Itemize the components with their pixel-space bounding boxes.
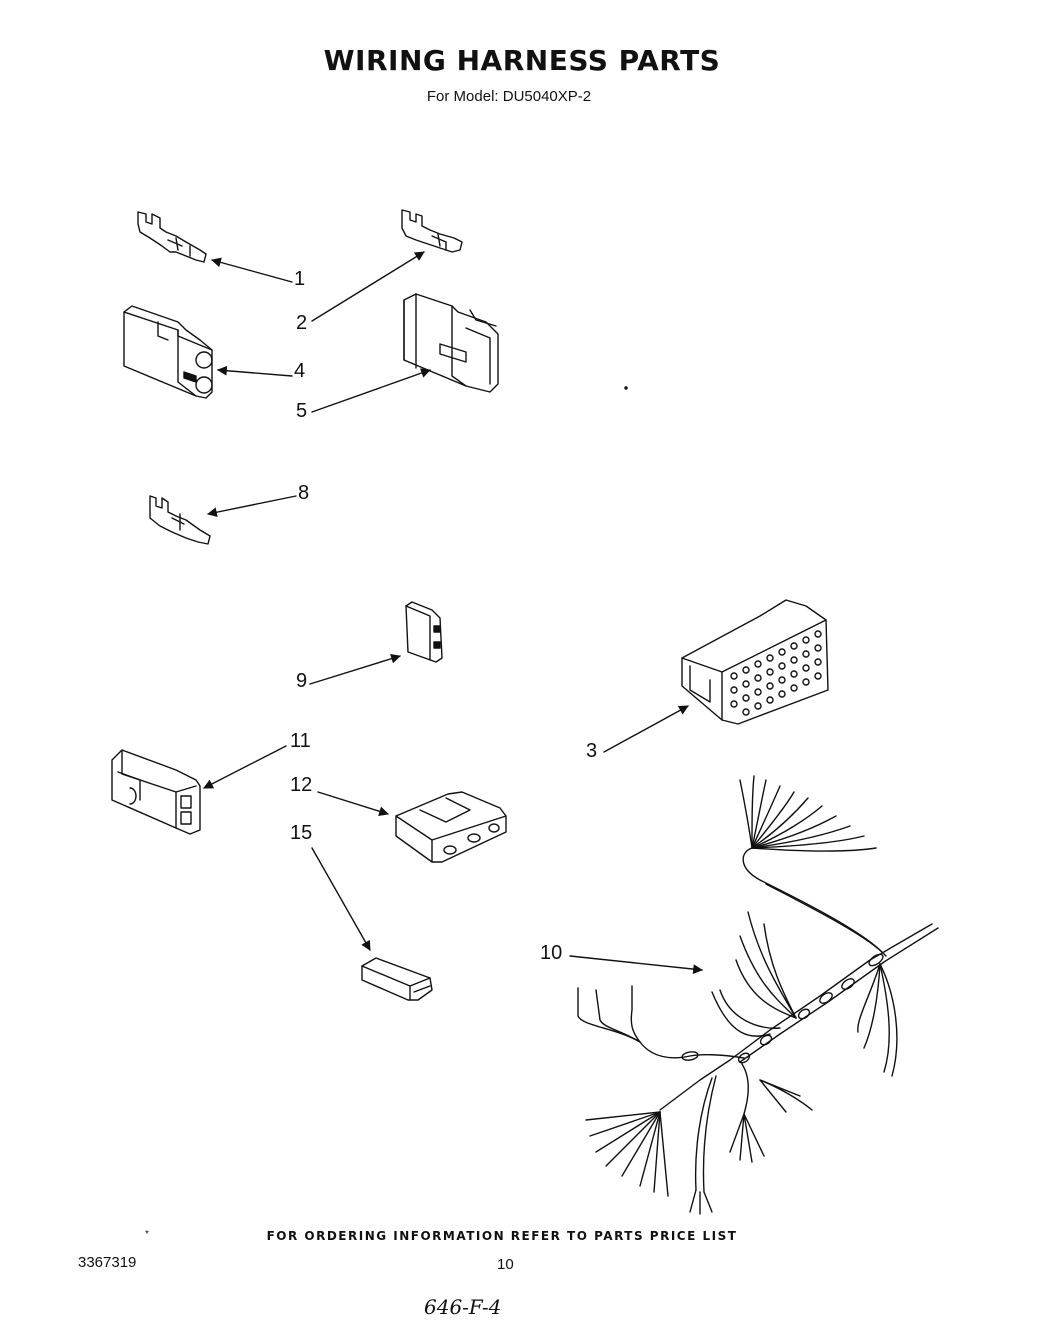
callout-2: 2 (296, 312, 308, 334)
callout-12: 12 (290, 774, 313, 796)
leader-15 (312, 848, 370, 951)
handwritten-note: 646-F-4 (424, 1295, 502, 1319)
callout-15: 15 (290, 822, 313, 844)
leader-12 (318, 792, 389, 817)
speck (625, 387, 627, 389)
callout-8: 8 (298, 482, 310, 504)
leader-8 (207, 496, 296, 518)
part-9-block-connector (406, 602, 442, 662)
part-2-terminal (402, 210, 462, 252)
harness-lower-fan (586, 1112, 668, 1196)
part-15-clip (362, 958, 432, 1000)
leader-9 (310, 653, 401, 684)
part-5-connector-housing (404, 294, 498, 392)
document-number: 3367319 (78, 1254, 137, 1271)
part-4-connector-housing (124, 306, 212, 398)
callout-11: 11 (290, 730, 311, 752)
leader-2 (312, 252, 425, 321)
part-10-wiring-harness (578, 776, 938, 1214)
leader-3 (604, 706, 689, 752)
page-number: 10 (497, 1256, 514, 1273)
part-8-terminal (150, 496, 210, 544)
harness-top-fan (740, 776, 876, 851)
leader-5 (312, 368, 431, 412)
callout-5: 5 (296, 400, 308, 422)
callout-4: 4 (294, 360, 306, 382)
part-1-terminal (138, 212, 206, 262)
cavity-grid (731, 631, 821, 715)
asterisk-mark: * (145, 1229, 149, 1240)
part-12-u-housing (396, 792, 506, 862)
ordering-info-note: FOR ORDERING INFORMATION REFER TO PARTS … (266, 1229, 738, 1243)
callout-3: 3 (586, 740, 598, 762)
page-title: WIRING HARNESS PARTS (323, 44, 721, 77)
part-3-multi-cavity-block (682, 600, 828, 724)
callout-10: 10 (540, 942, 563, 964)
leader-10 (570, 956, 703, 974)
model-subtitle: For Model: DU5040XP-2 (426, 88, 592, 105)
callout-1: 1 (294, 268, 306, 290)
part-11-connector-housing (112, 750, 200, 834)
leader-11 (203, 746, 286, 788)
callout-9: 9 (296, 670, 308, 692)
leader-4 (217, 365, 292, 376)
leader-1 (211, 257, 292, 282)
